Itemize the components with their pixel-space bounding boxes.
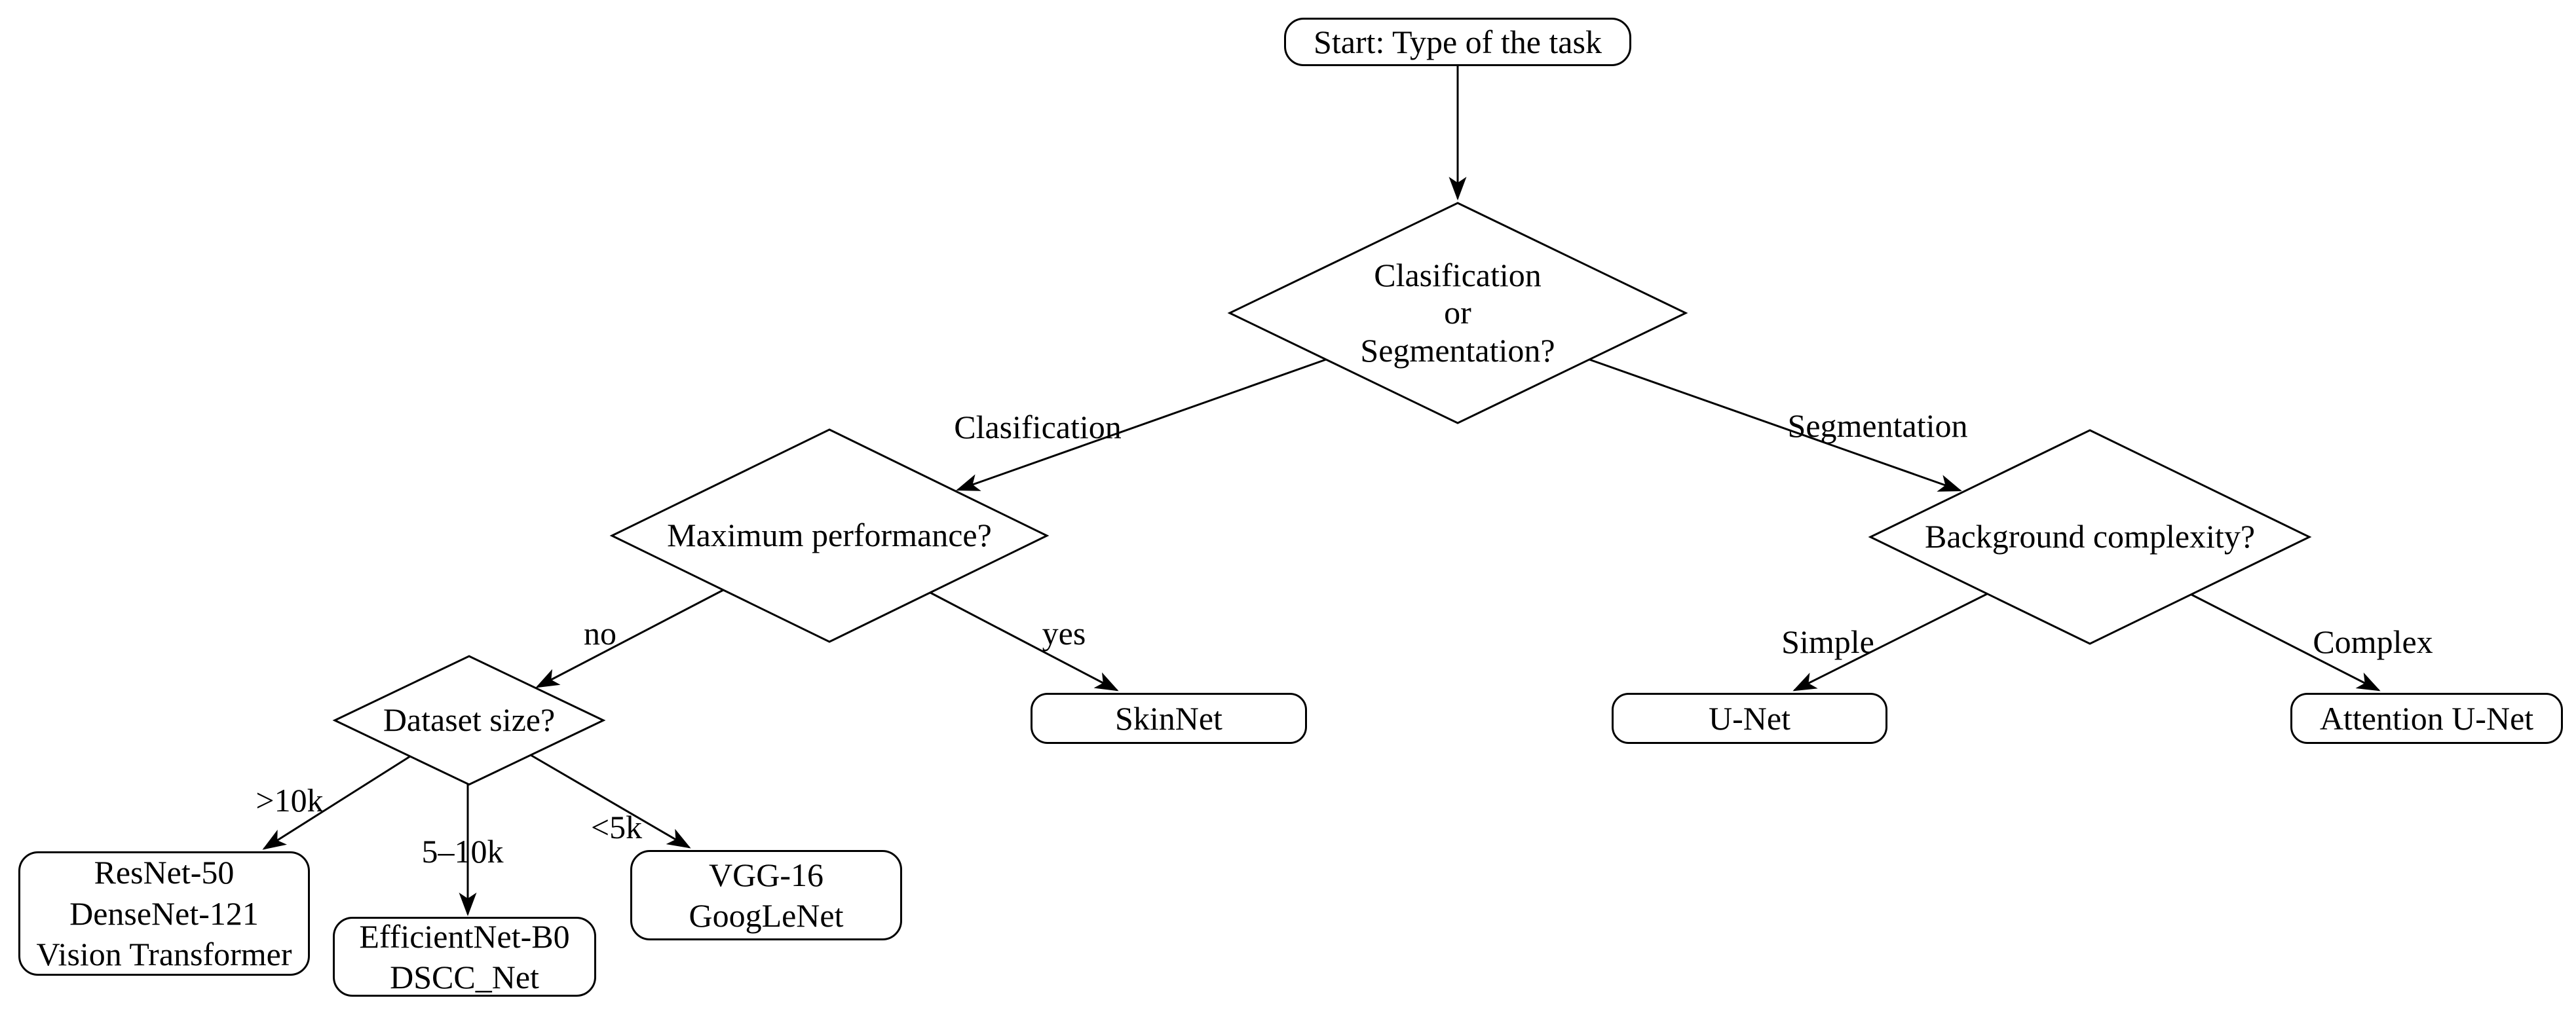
node-attention-unet: Attention U-Net — [2290, 693, 2563, 744]
edge-label-gt10k: >10k — [256, 782, 324, 819]
edge-dataset-size-to-large-models — [262, 755, 411, 850]
medium-models-line-1: EfficientNet-B0 — [359, 917, 570, 955]
skinnet-label: SkinNet — [1115, 699, 1222, 737]
edge-max-performance-to-skinnet — [930, 591, 1119, 692]
node-medium-dataset-models: EfficientNet-B0 DSCC_Net — [333, 917, 596, 997]
small-models-line-1: VGG-16 — [709, 856, 824, 893]
edge-label-clasification: Clasification — [954, 409, 1122, 445]
edge-label-complex: Complex — [2313, 623, 2433, 660]
large-models-line-1: ResNet-50 — [94, 854, 235, 891]
edge-task-type-to-max-performance — [956, 358, 1327, 491]
decision-max-performance-shape — [609, 428, 1050, 643]
edge-task-type-to-background-complexity — [1589, 358, 1962, 492]
edge-label-no: no — [584, 615, 616, 652]
unet-label: U-Net — [1709, 699, 1790, 737]
edge-label-yes: yes — [1042, 615, 1086, 652]
attention-unet-label: Attention U-Net — [2319, 699, 2534, 737]
node-unet: U-Net — [1612, 693, 1887, 744]
edge-background-complexity-to-unet — [1792, 593, 1988, 692]
node-start: Start: Type of the task — [1284, 18, 1631, 66]
node-skinnet: SkinNet — [1031, 693, 1307, 744]
node-large-dataset-models: ResNet-50 DenseNet-121 Vision Transforme… — [18, 851, 310, 976]
node-start-label: Start: Type of the task — [1314, 23, 1602, 60]
large-models-line-2: DenseNet-121 — [69, 895, 259, 932]
node-small-dataset-models: VGG-16 GoogLeNet — [630, 850, 902, 940]
edge-label-lt5k: <5k — [590, 809, 643, 845]
medium-models-line-2: DSCC_Net — [390, 959, 539, 995]
decision-task-type-shape — [1227, 202, 1688, 424]
edge-dataset-size-to-small-models — [530, 754, 691, 849]
edge-label-simple: Simple — [1781, 623, 1874, 660]
large-models-line-3: Vision Transformer — [36, 936, 292, 973]
edge-max-performance-to-dataset-size — [535, 589, 724, 688]
edge-label-5-10k: 5–10k — [421, 833, 504, 870]
decision-background-complexity-shape — [1868, 429, 2312, 645]
edge-background-complexity-to-attention-unet — [2191, 593, 2381, 692]
small-models-line-2: GoogLeNet — [689, 897, 844, 934]
edge-label-segmentation: Segmentation — [1787, 407, 1968, 444]
decision-dataset-size-shape — [332, 655, 606, 786]
